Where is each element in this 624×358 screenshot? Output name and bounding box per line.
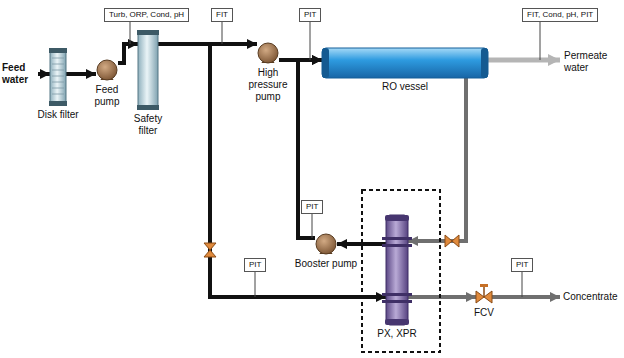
ro-vessel: RO vessel xyxy=(322,48,488,78)
instrument-label: PIT xyxy=(249,260,261,269)
equipment-label: Feed pump xyxy=(89,84,125,108)
equipment-label-box: Disk filter xyxy=(33,109,83,121)
shape-outline xyxy=(476,284,492,304)
valve-stem xyxy=(483,286,485,297)
equipment-label: Booster pump xyxy=(291,258,361,270)
px-nozzle xyxy=(382,293,412,296)
flow-pipe xyxy=(408,78,466,241)
shape-outline xyxy=(138,30,158,110)
equipment-label-box: Feed pump xyxy=(89,84,125,108)
equipment-label-box: Booster pump xyxy=(291,258,361,270)
instrument-tag: PIT xyxy=(511,258,533,272)
px-nozzle xyxy=(382,300,412,303)
filter-disk xyxy=(52,76,64,77)
instrument-leader xyxy=(540,16,541,60)
pump-symbol: Feed pump xyxy=(96,59,118,81)
label-slot: Concentrate xyxy=(563,291,617,303)
equipment-label-box: High pressure pump xyxy=(245,67,291,103)
vessel-body xyxy=(322,48,488,78)
filter-disk xyxy=(52,88,64,89)
filter-cap xyxy=(49,48,67,53)
filter-disk xyxy=(52,58,64,59)
shape-outline xyxy=(50,48,66,106)
filter-cap xyxy=(137,105,159,110)
instrument-tag: FIT xyxy=(211,8,233,22)
flow-pipe xyxy=(158,44,386,297)
flow-pipe xyxy=(66,72,96,76)
feed-pipe xyxy=(38,72,50,76)
filter-cap xyxy=(49,101,67,106)
px-nozzle xyxy=(382,244,412,247)
instrument-label: PIT xyxy=(516,260,528,269)
instrument-leader xyxy=(310,16,311,60)
instrument-label: FIT, Cond, pH, PIT xyxy=(527,10,593,19)
dashed-boundary xyxy=(362,190,440,352)
pump-casing xyxy=(258,43,278,63)
vessel-cap xyxy=(322,48,329,78)
label-slot: Feed water xyxy=(2,62,38,86)
instrument-tag: Turb, ORP, Cond, pH xyxy=(104,8,189,22)
stream-label: Concentrate xyxy=(563,291,617,303)
instrument-tag: PIT xyxy=(244,258,266,272)
equipment-label-box: FCV xyxy=(469,307,499,319)
px-body xyxy=(386,215,408,325)
control-valve: FCV xyxy=(476,284,492,304)
instrument-label: PIT xyxy=(304,10,316,19)
flow-pipe xyxy=(408,295,476,299)
concentrate-pipe xyxy=(492,295,560,299)
equipment-label-box: RO vessel xyxy=(365,81,445,93)
filter-disk xyxy=(52,94,64,95)
shape-outline xyxy=(96,59,118,81)
pressure-exchanger: PX, XPR xyxy=(386,215,408,325)
valve-symbol xyxy=(445,235,459,247)
filter-disk xyxy=(52,82,64,83)
equipment-label: PX, XPR xyxy=(367,328,427,340)
equipment-label-box: Safety filter xyxy=(128,113,168,137)
filter-body xyxy=(138,32,158,108)
stream-label: Permeate water xyxy=(564,50,620,74)
valve-symbol xyxy=(204,243,216,257)
shape-outline xyxy=(257,42,279,64)
instrument-label: PIT xyxy=(306,202,318,211)
valve-actuator xyxy=(480,284,488,287)
valve-body xyxy=(476,291,492,303)
equipment-label: RO vessel xyxy=(365,81,445,93)
shape-outline xyxy=(322,48,488,78)
filter-body xyxy=(50,50,66,104)
stream-label: Feed water xyxy=(2,62,38,86)
equipment-label: High pressure pump xyxy=(245,67,291,103)
permeate-pipe xyxy=(488,58,560,63)
filter-vessel: Safety filter xyxy=(138,30,158,110)
pump-casing xyxy=(97,60,117,80)
px-cap xyxy=(385,215,409,221)
equipment-label: Safety filter xyxy=(128,113,168,137)
instrument-tag: PIT xyxy=(301,200,323,214)
px-cap xyxy=(385,319,409,325)
filter-cap xyxy=(137,30,159,35)
filter-disk xyxy=(52,70,64,71)
instrument-label: FIT xyxy=(216,10,228,19)
label-slot: Permeate water xyxy=(564,50,620,74)
equipment-label-box: PX, XPR xyxy=(367,328,427,340)
filter-vessel: Disk filter xyxy=(50,48,66,106)
instrument-tag: PIT xyxy=(299,8,321,22)
pump-casing xyxy=(316,234,336,254)
filter-disk xyxy=(52,64,64,65)
equipment-label: Disk filter xyxy=(33,109,83,121)
equipment-label: FCV xyxy=(469,307,499,319)
instrument-tag: FIT, Cond, pH, PIT xyxy=(522,8,598,22)
pump-symbol: High pressure pump xyxy=(257,42,279,64)
vessel-cap xyxy=(481,48,488,78)
shape-outline xyxy=(315,233,337,255)
px-nozzle xyxy=(382,237,412,240)
shape-outline xyxy=(386,215,408,325)
pump-symbol: Booster pump xyxy=(315,233,337,255)
instrument-label: Turb, ORP, Cond, pH xyxy=(109,10,184,19)
flow-pipe xyxy=(118,44,138,63)
